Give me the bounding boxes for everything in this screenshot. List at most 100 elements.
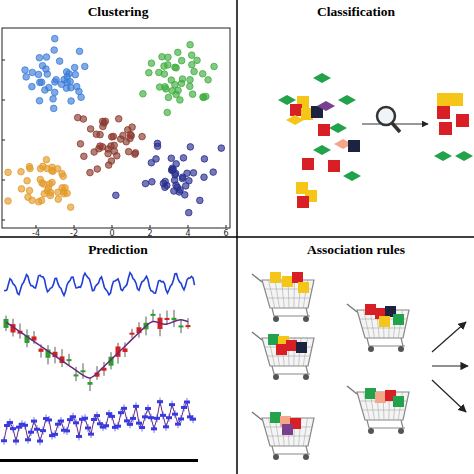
series-marker — [148, 405, 149, 413]
series-marker — [175, 410, 176, 418]
series-marker — [187, 398, 188, 406]
candlestick — [179, 325, 184, 327]
class-square — [437, 93, 450, 106]
prediction-charts — [0, 273, 198, 462]
tick-mark — [188, 225, 189, 228]
series-marker — [34, 417, 35, 425]
data-point — [5, 198, 12, 205]
candle-wick — [188, 318, 189, 329]
panel-title: Clustering — [0, 4, 236, 20]
data-point — [50, 96, 57, 103]
class-square — [439, 122, 452, 135]
axis-tick-label: 4 — [185, 229, 190, 238]
data-point — [201, 156, 208, 163]
rule-arrow — [432, 322, 466, 352]
series-marker — [118, 422, 119, 430]
data-point — [140, 90, 147, 97]
series-marker — [13, 425, 14, 433]
data-point — [186, 83, 193, 90]
series-marker — [166, 423, 167, 431]
data-point — [43, 54, 50, 61]
series-marker — [76, 419, 77, 427]
data-point — [168, 155, 175, 162]
data-point — [177, 187, 184, 194]
axis-tick-label: 0 — [109, 229, 114, 238]
class-diamond — [286, 115, 304, 125]
series-marker — [37, 425, 38, 433]
data-point — [26, 187, 33, 194]
series-marker — [130, 420, 131, 428]
data-point — [81, 63, 88, 70]
data-point — [211, 63, 218, 70]
magnifying-glass — [392, 123, 400, 132]
data-point — [142, 180, 149, 187]
axis-tick-label: 6 — [223, 229, 228, 238]
data-point — [87, 169, 94, 176]
data-point — [174, 49, 181, 56]
series-marker — [79, 432, 80, 440]
panel-title: Association rules — [238, 242, 474, 258]
data-point — [173, 65, 180, 72]
data-point — [73, 83, 80, 90]
data-point — [156, 69, 163, 76]
data-point — [190, 170, 197, 177]
data-point — [60, 173, 67, 180]
data-point — [42, 87, 49, 94]
data-point — [72, 71, 79, 78]
series-marker — [88, 424, 89, 432]
class-diamond — [338, 95, 356, 105]
series-marker — [184, 403, 185, 411]
class-diamond — [434, 151, 452, 161]
data-point — [43, 156, 50, 163]
series-marker — [169, 414, 170, 422]
data-point — [132, 151, 139, 158]
series-marker — [40, 437, 41, 445]
data-point — [51, 89, 58, 96]
candlestick — [172, 318, 177, 320]
axis-tick-label: -2 — [70, 229, 78, 238]
series-marker — [133, 414, 134, 422]
data-point — [40, 163, 47, 170]
data-point — [87, 126, 94, 133]
data-point — [94, 166, 101, 173]
data-point — [29, 69, 36, 76]
candlestick — [186, 325, 191, 327]
data-point — [139, 133, 146, 140]
data-point — [26, 163, 33, 170]
series-marker — [85, 414, 86, 422]
class-square — [290, 104, 302, 116]
series-marker — [172, 401, 173, 409]
data-point — [18, 186, 25, 193]
data-point — [194, 57, 201, 64]
data-point — [22, 67, 29, 74]
data-point — [187, 144, 194, 151]
series-marker — [193, 415, 194, 423]
data-point — [146, 69, 153, 76]
data-point — [29, 197, 36, 204]
class-square — [437, 106, 450, 119]
candlestick — [123, 348, 128, 352]
data-point — [29, 83, 36, 90]
data-point — [51, 35, 58, 42]
tick-mark — [2, 100, 5, 101]
panel: Clustering — [0, 0, 236, 236]
class-square — [302, 158, 314, 170]
series-marker — [4, 437, 5, 445]
series-marker — [73, 413, 74, 421]
candlestick — [165, 318, 170, 320]
series-marker — [67, 427, 68, 435]
class-diamond — [343, 171, 361, 181]
candle-wick — [167, 310, 168, 324]
data-point — [111, 142, 118, 149]
series-marker — [16, 437, 17, 445]
tick-mark — [226, 225, 227, 228]
shopping-cart — [252, 272, 314, 322]
tick-mark — [112, 225, 113, 228]
data-point — [45, 185, 52, 192]
data-point — [23, 74, 30, 81]
class-square — [348, 140, 360, 152]
series-marker — [97, 412, 98, 420]
data-point — [35, 71, 42, 78]
data-point — [108, 134, 115, 141]
class-square — [328, 160, 340, 172]
